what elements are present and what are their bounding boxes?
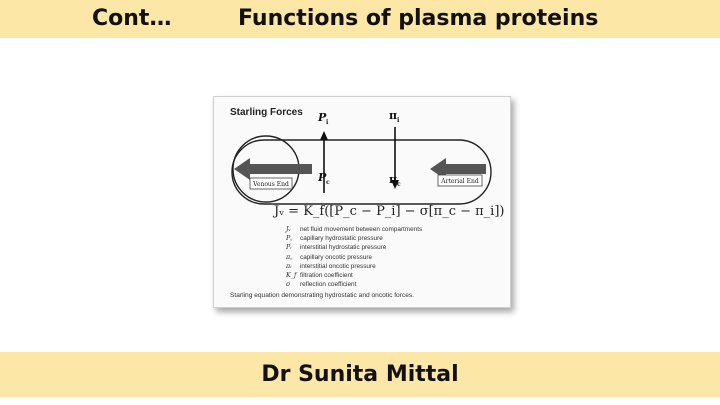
legend-row: π꜀ capillary oncotic pressure — [286, 253, 422, 262]
legend-row: P꜀ capillary hydrostatic pressure — [286, 234, 422, 243]
author-name: Dr Sunita Mittal — [261, 362, 459, 387]
venous-outflow-arrow — [234, 158, 312, 180]
legend-symbol: π꜀ — [286, 252, 293, 261]
legend-symbol: πᵢ — [286, 261, 292, 270]
legend-text: interstitial oncotic pressure — [300, 262, 376, 270]
figure-title: Starling Forces — [230, 107, 303, 118]
oncotic-interstitial-subscript: i — [397, 117, 400, 124]
legend-symbol: K_f — [286, 271, 297, 280]
starling-equation: Jᵥ = K_f([P_c − P_i] − σ[π_c − π_i]) — [274, 204, 505, 219]
pc-label: P — [317, 171, 327, 184]
pi-subscript: i — [326, 119, 329, 126]
venous-end-box — [249, 177, 293, 190]
capillary-diagram: Venous End Arterial End P i P c π i π c — [231, 109, 492, 205]
oncotic-interstitial-label: π — [389, 109, 397, 122]
venous-end-label: Venous End — [252, 181, 289, 188]
legend-text: interstitial hydrostatic pressure — [300, 244, 387, 252]
oncotic-arrowhead — [391, 180, 399, 189]
legend-row: Pᵢ interstitial hydrostatic pressure — [286, 243, 422, 252]
pc-subscript: c — [326, 179, 330, 186]
header-prefix: Cont… — [92, 6, 172, 31]
legend-text: net fluid movement between compartments — [300, 226, 423, 233]
capillary-outline — [231, 139, 492, 205]
arterial-inflow-arrow — [430, 158, 486, 180]
starling-forces-figure: Starling Forces Venous End Arterial End … — [213, 96, 511, 308]
slide-title: Functions of plasma proteins — [238, 6, 599, 31]
legend-symbol: Jᵥ — [286, 225, 291, 233]
legend-text: filtration coefficient — [300, 272, 353, 280]
legend-text: capillary hydrostatic pressure — [300, 235, 383, 243]
oncotic-capillary-label: π — [389, 173, 397, 186]
legend-symbol: P꜀ — [286, 234, 293, 243]
legend-symbol: Pᵢ — [286, 243, 292, 252]
footer-bar: Dr Sunita Mittal — [0, 352, 720, 397]
legend-row: πᵢ interstitial oncotic pressure — [286, 262, 422, 271]
legend-symbol: σ — [286, 280, 291, 289]
arterial-end-label: Arterial End — [440, 178, 479, 185]
figure-caption: Starling equation demonstrating hydrosta… — [230, 292, 414, 299]
hydrostatic-arrowhead — [320, 131, 328, 140]
legend-text: reflection coefficient — [300, 281, 357, 289]
pi-label: P — [317, 111, 327, 124]
oncotic-capillary-subscript: c — [397, 181, 401, 188]
legend-row: σ reflection coefficient — [286, 280, 422, 289]
header-bar: Cont… Functions of plasma proteins — [0, 0, 720, 38]
legend-text: capillary oncotic pressure — [300, 253, 373, 261]
arterial-end-box — [437, 174, 483, 187]
equation-legend: Jᵥ net fluid movement between compartment… — [286, 225, 422, 289]
legend-row: Jᵥ net fluid movement between compartment… — [286, 225, 422, 234]
